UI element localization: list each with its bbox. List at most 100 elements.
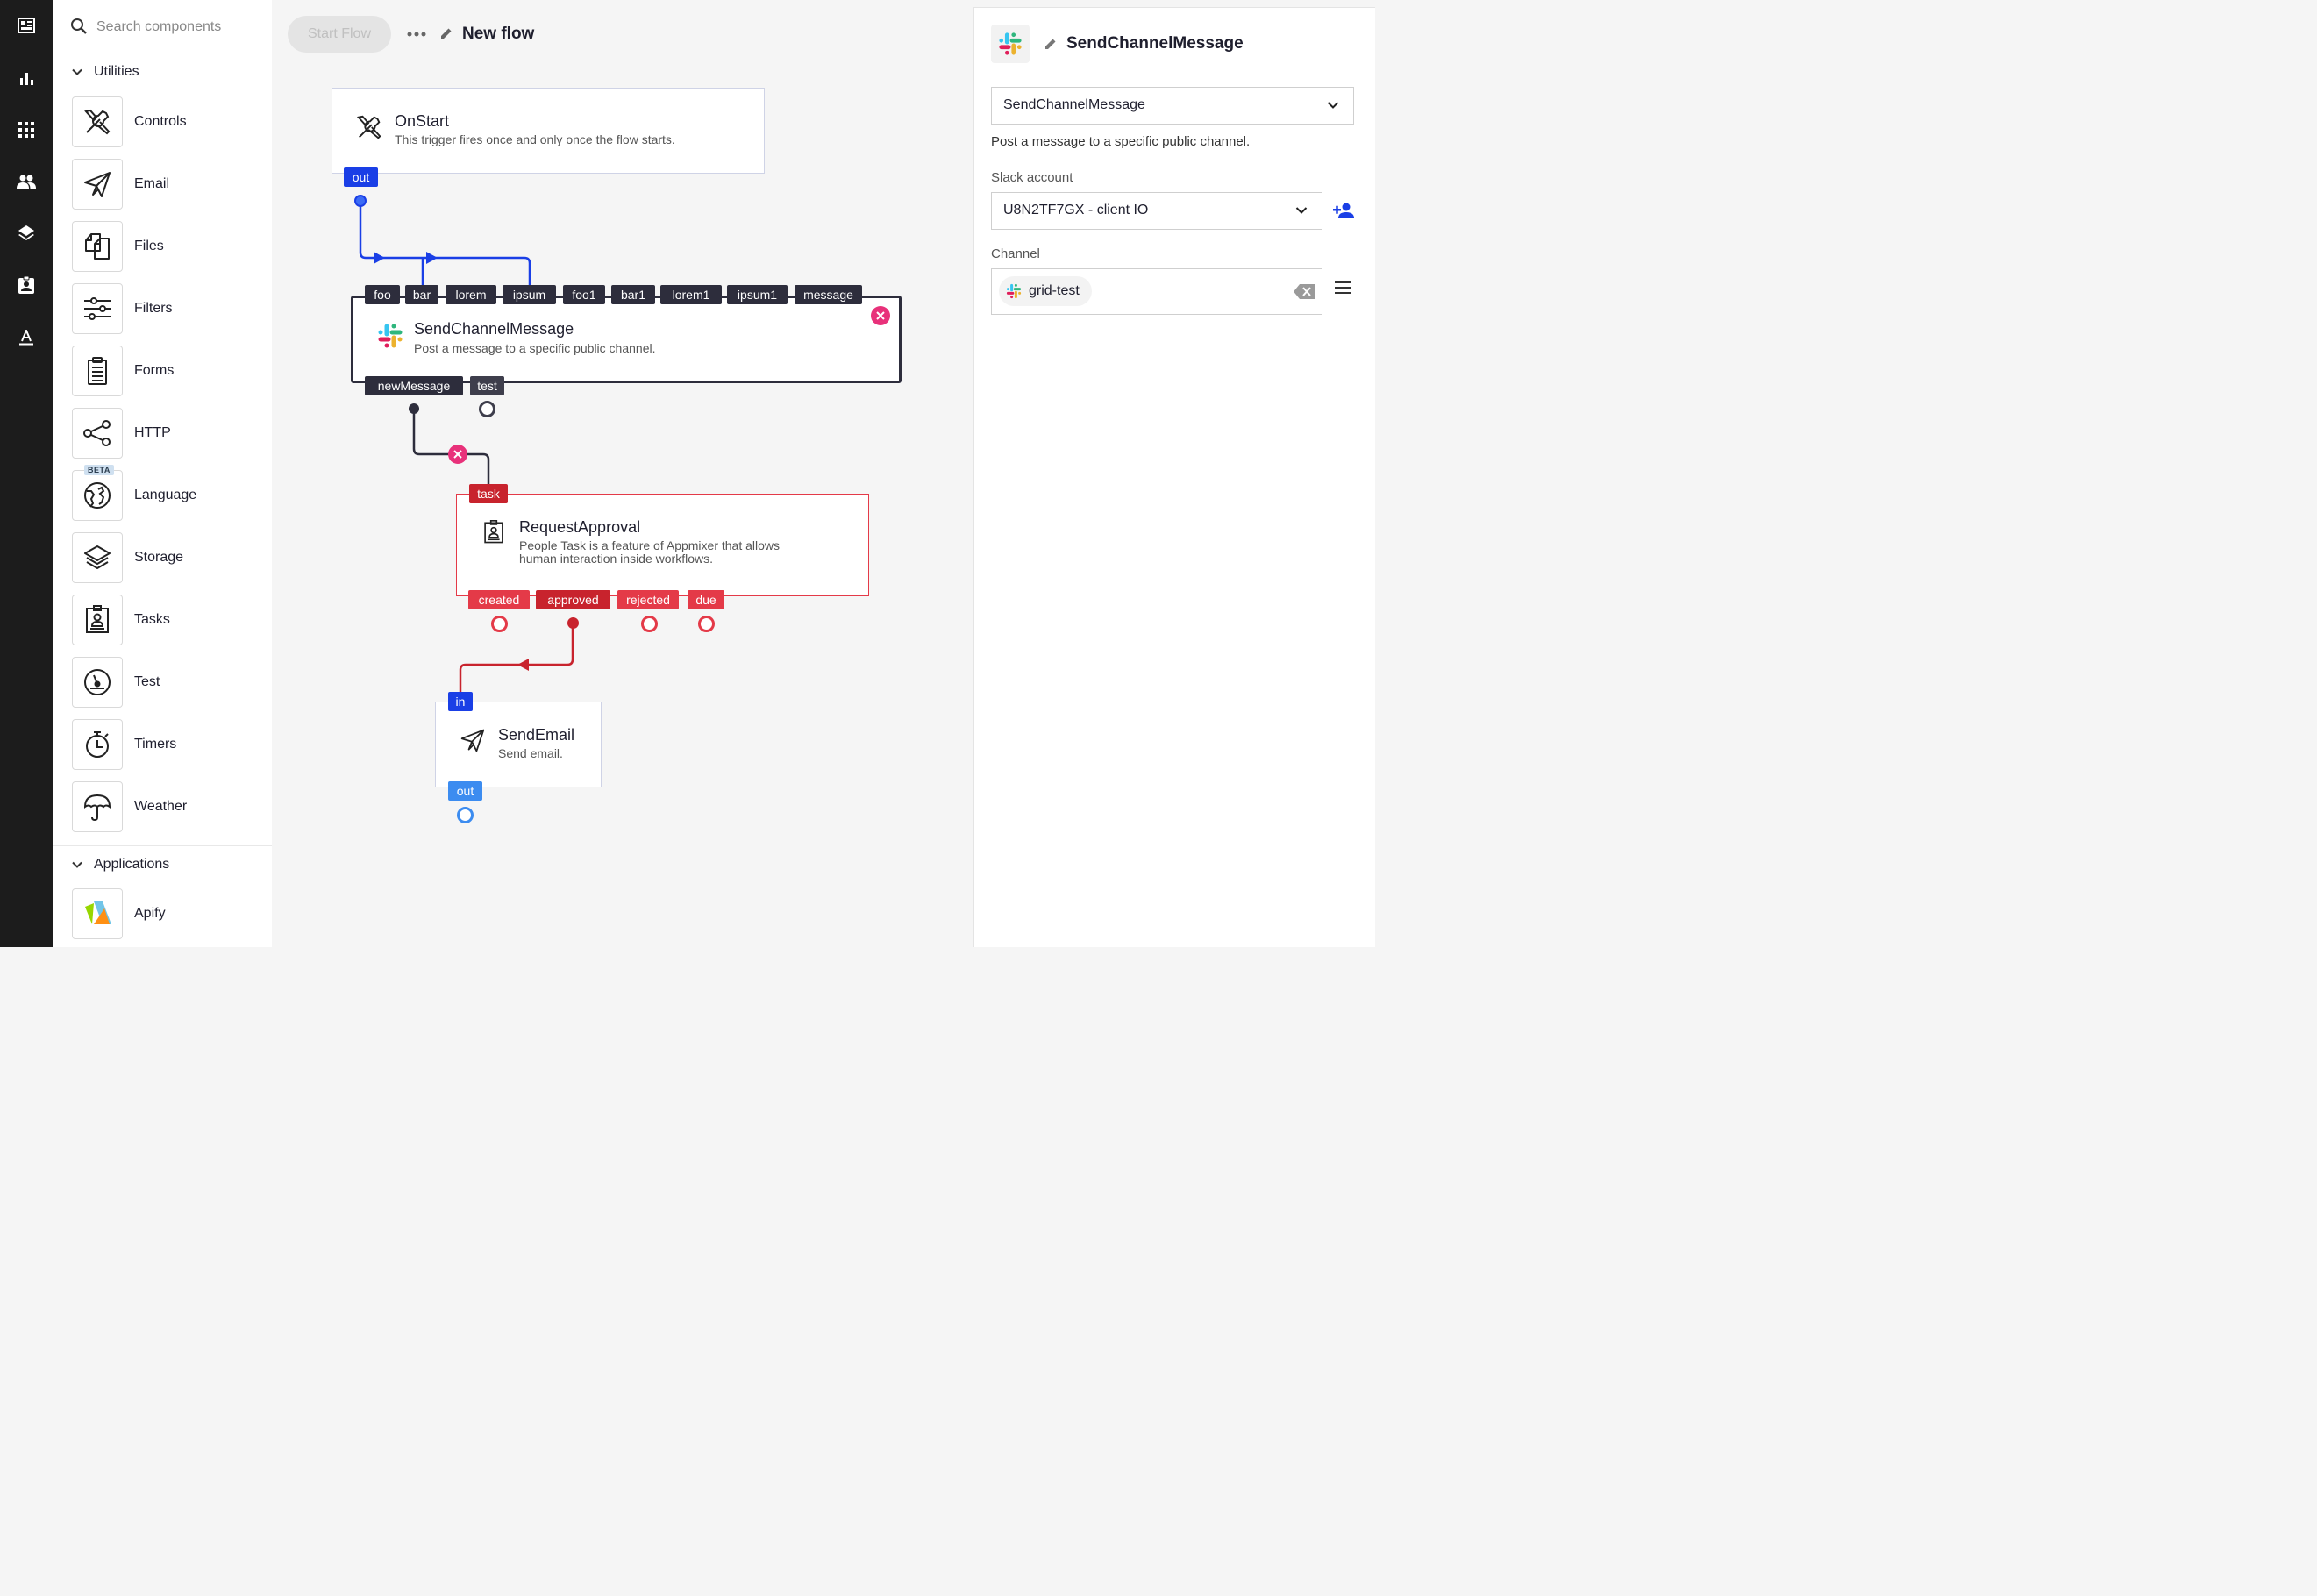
component-email-label: Email: [134, 176, 170, 191]
input-port-lorem[interactable]: lorem: [446, 285, 496, 304]
inspector-title[interactable]: SendChannelMessage: [1066, 34, 1244, 53]
dashboard-icon[interactable]: [13, 12, 39, 39]
node-description-line2: human interaction inside workflows.: [519, 552, 713, 566]
node-title: OnStart: [395, 112, 450, 130]
channel-field[interactable]: grid-test: [991, 268, 1322, 315]
node-description-line1: People Task is a feature of Appmixer tha…: [519, 538, 781, 552]
node-onstart[interactable]: OnStart This trigger fires once and only…: [332, 88, 765, 174]
output-port-created[interactable]: created: [468, 590, 530, 609]
input-port-ipsum[interactable]: ipsum: [503, 285, 556, 304]
remove-link-button[interactable]: [448, 445, 467, 464]
input-port-in[interactable]: in: [448, 692, 473, 711]
search-icon: [71, 18, 87, 34]
components-panel: Utilities Controls Email Files Filters F…: [53, 0, 273, 947]
component-storage[interactable]: Storage: [72, 531, 265, 585]
output-handle[interactable]: [491, 616, 508, 632]
output-handle[interactable]: [479, 401, 495, 417]
component-forms-label: Forms: [134, 363, 175, 378]
menu-icon[interactable]: [1335, 281, 1351, 294]
slack-logo-icon: [378, 324, 403, 348]
umbrella-icon: [83, 794, 111, 822]
section-applications[interactable]: Applications: [72, 853, 169, 876]
node-title: RequestApproval: [519, 518, 641, 536]
edit-pencil-icon[interactable]: [1044, 38, 1057, 50]
text-format-icon[interactable]: [13, 324, 39, 351]
output-handle[interactable]: [567, 617, 579, 629]
port-out[interactable]: out: [344, 167, 378, 187]
output-handle[interactable]: [641, 616, 658, 632]
start-flow-button[interactable]: Start Flow: [288, 16, 391, 53]
channel-chip-label: grid-test: [1029, 283, 1080, 298]
output-handle[interactable]: [698, 616, 715, 632]
section-applications-label: Applications: [94, 857, 170, 872]
search-input[interactable]: [95, 16, 265, 39]
output-port-test[interactable]: test: [470, 376, 504, 395]
input-port-message[interactable]: message: [795, 285, 862, 304]
node-send-channel-message[interactable]: SendChannelMessage Post a message to a s…: [351, 296, 902, 383]
divider: [53, 845, 272, 846]
component-filters[interactable]: Filters: [72, 281, 265, 336]
component-files[interactable]: Files: [72, 219, 265, 274]
insights-chart-icon[interactable]: [13, 65, 39, 91]
component-test[interactable]: Test: [72, 655, 265, 709]
backspace-clear-icon[interactable]: [1294, 284, 1315, 299]
component-tasks-label: Tasks: [134, 612, 170, 627]
flow-name[interactable]: New flow: [462, 25, 535, 43]
component-language[interactable]: BETA Language: [72, 465, 265, 523]
output-port-out[interactable]: out: [448, 781, 482, 801]
output-handle[interactable]: [354, 195, 367, 207]
more-options-icon[interactable]: [407, 31, 426, 38]
node-request-approval[interactable]: RequestApproval People Task is a feature…: [456, 494, 869, 596]
add-account-icon[interactable]: [1333, 203, 1354, 218]
output-handle[interactable]: [457, 807, 474, 823]
chevron-down-icon: [1295, 207, 1308, 214]
flow-canvas[interactable]: Start Flow New flow OnStart This trigger…: [272, 0, 973, 947]
component-apify-label: Apify: [134, 906, 166, 921]
component-type-select[interactable]: SendChannelMessage: [991, 87, 1354, 125]
component-weather[interactable]: Weather: [72, 780, 265, 834]
component-apify[interactable]: Apify: [72, 887, 265, 941]
inspector-panel: SendChannelMessage SendChannelMessage Po…: [973, 7, 1375, 947]
input-port-lorem1[interactable]: lorem1: [660, 285, 722, 304]
component-logo: [991, 25, 1030, 63]
component-timers[interactable]: Timers: [72, 717, 265, 772]
layers-icon[interactable]: [13, 220, 39, 246]
section-utilities[interactable]: Utilities: [72, 61, 139, 83]
node-title: SendChannelMessage: [414, 320, 574, 338]
output-port-newmessage[interactable]: newMessage: [365, 376, 463, 395]
node-description: Send email.: [498, 746, 563, 760]
input-port-ipsum1[interactable]: ipsum1: [727, 285, 788, 304]
edit-pencil-icon[interactable]: [440, 27, 453, 39]
output-handle[interactable]: [409, 403, 419, 414]
input-port-foo1[interactable]: foo1: [563, 285, 605, 304]
component-http[interactable]: HTTP: [72, 406, 265, 460]
output-port-rejected[interactable]: rejected: [617, 590, 679, 609]
apps-grid-icon[interactable]: [13, 117, 39, 143]
people-icon[interactable]: [13, 168, 39, 195]
component-http-label: HTTP: [134, 425, 171, 440]
component-test-label: Test: [134, 674, 160, 689]
output-port-approved[interactable]: approved: [536, 590, 610, 609]
close-icon: [453, 450, 462, 459]
input-port-foo[interactable]: foo: [365, 285, 400, 304]
channel-label: Channel: [991, 246, 1040, 261]
person-card-icon: [86, 605, 109, 633]
component-forms[interactable]: Forms: [72, 344, 265, 398]
slack-account-select[interactable]: U8N2TF7GX - client IO: [991, 192, 1322, 230]
tasks-badge-icon[interactable]: [13, 272, 39, 298]
files-icon: [85, 233, 110, 260]
input-port-bar[interactable]: bar: [405, 285, 438, 304]
node-send-email[interactable]: SendEmail Send email.: [435, 702, 602, 787]
chevron-down-icon: [1327, 102, 1339, 109]
output-port-due[interactable]: due: [688, 590, 724, 609]
component-controls[interactable]: Controls: [72, 95, 265, 149]
slack-logo-icon: [1006, 283, 1022, 299]
channel-chip[interactable]: grid-test: [999, 276, 1092, 306]
remove-node-button[interactable]: [871, 306, 890, 325]
input-port-task[interactable]: task: [469, 484, 508, 503]
component-language-label: Language: [134, 488, 197, 502]
component-filters-label: Filters: [134, 301, 173, 316]
input-port-bar1[interactable]: bar1: [611, 285, 655, 304]
component-tasks[interactable]: Tasks: [72, 593, 265, 647]
component-email[interactable]: Email: [72, 157, 265, 211]
